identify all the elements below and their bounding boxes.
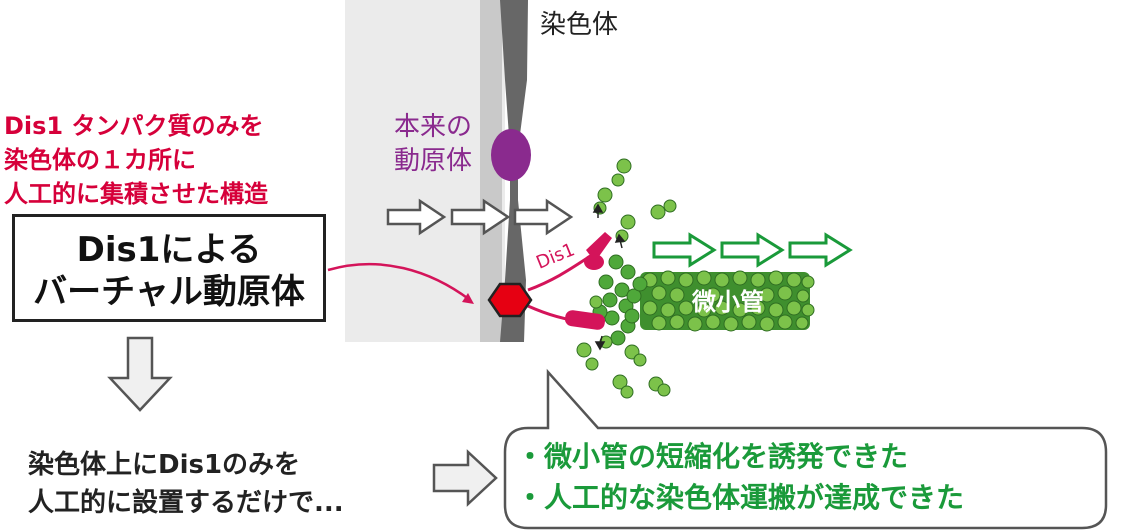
chromosome-label: 染色体	[540, 10, 619, 40]
native-kinetochore-label-1: 本来の	[394, 112, 473, 142]
virtual-kinetochore-line-1: Dis1による	[76, 230, 262, 270]
gray-movement-arrows	[386, 198, 574, 236]
chromosome-shade-outer	[345, 0, 505, 342]
microtubule	[592, 254, 815, 346]
dis1-structure-line-2: 染色体の１カ所に	[4, 146, 196, 174]
dis1-structure-line-3: 人工的に集積させた構造	[4, 180, 268, 208]
virtual-kinetochore-line-2: バーチャル動原体	[33, 272, 305, 312]
pointer-arrow-head	[462, 293, 474, 304]
tubulin-release-arrows	[592, 203, 626, 351]
native-kinetochore-dot	[491, 129, 531, 181]
free-tubulin	[576, 158, 677, 399]
result-line-1: ・微小管の短縮化を誘発できた	[516, 440, 909, 473]
result-line-2: ・人工的な染色体運搬が達成できた	[516, 481, 965, 514]
native-kinetochore-label-2: 動原体	[394, 146, 473, 176]
conclusion-line-2: 人工的に設置するだけで...	[28, 488, 344, 518]
virtual-kinetochore-hexagon	[487, 282, 533, 318]
down-arrow	[107, 336, 173, 412]
green-movement-arrows	[652, 232, 853, 268]
speech-bubble	[503, 368, 1108, 530]
pointer-arrow	[327, 262, 471, 302]
conclusion-line-1: 染色体上にDis1のみを	[28, 450, 301, 480]
right-arrow	[432, 449, 498, 507]
chromosome-shade-mid	[480, 0, 502, 342]
microtubule-label: 微小管	[692, 288, 764, 316]
dis1-proteins	[527, 232, 612, 330]
virtual-kinetochore-box: Dis1による バーチャル動原体	[12, 214, 326, 322]
dis1-structure-line-1: Dis1 タンパク質のみを	[4, 112, 264, 140]
